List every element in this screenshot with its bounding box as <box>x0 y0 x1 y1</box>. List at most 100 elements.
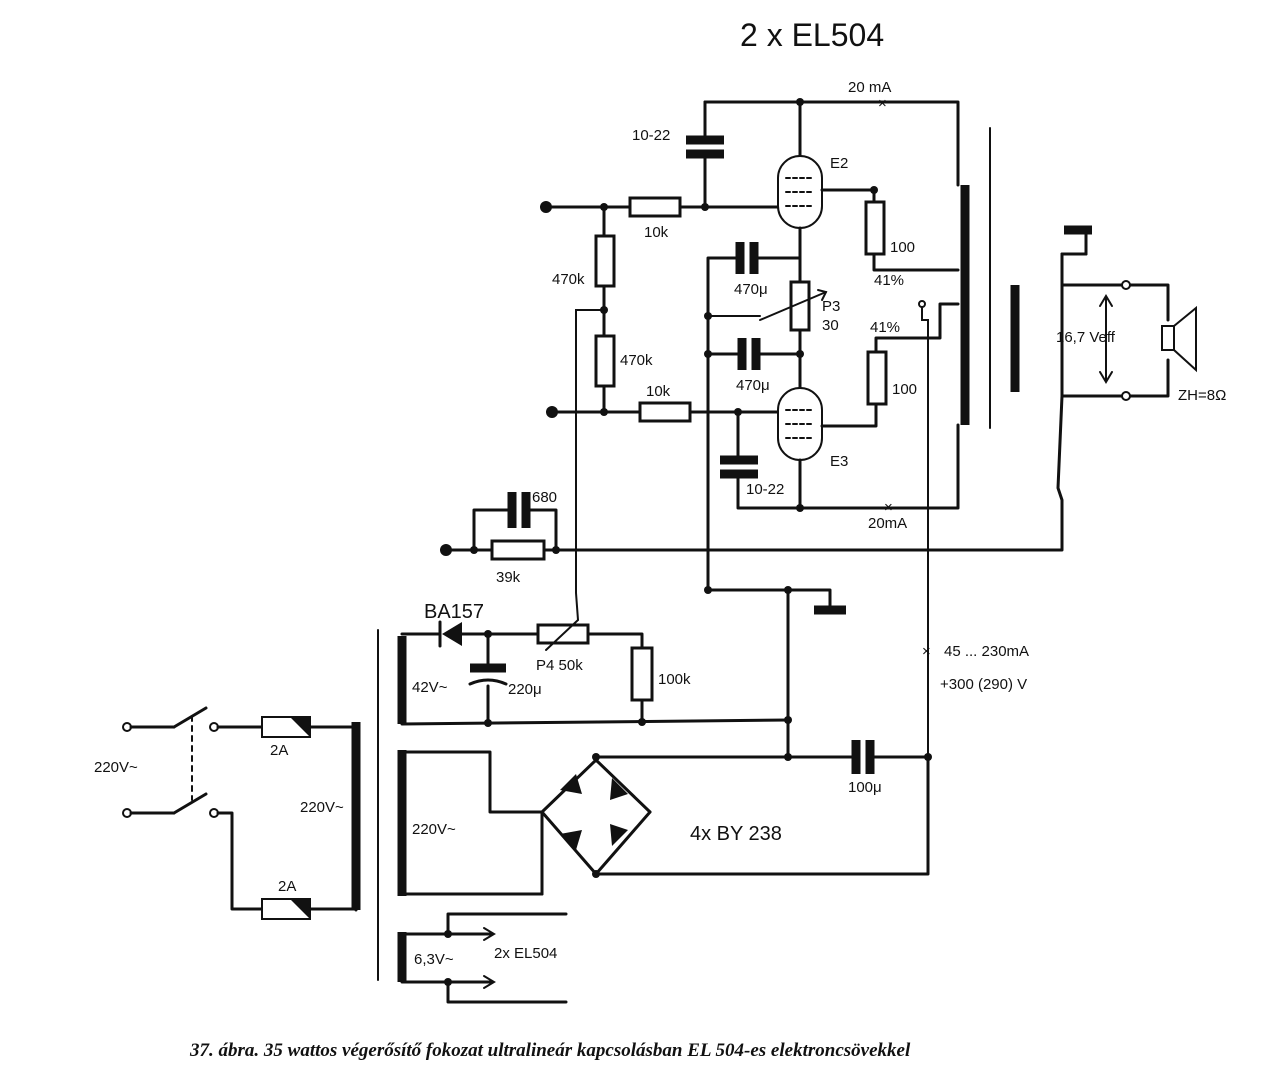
bridge-diode-icon <box>560 774 582 794</box>
junction <box>796 98 804 106</box>
impedance-label: ZH=8Ω <box>1178 387 1226 404</box>
current-mark: × <box>878 95 887 112</box>
bias-voltage-label: 42V~ <box>412 679 448 696</box>
wire <box>1060 283 1170 398</box>
arrow-head <box>1099 294 1113 307</box>
r-div-bot-label: 470k <box>620 352 653 369</box>
wire-bias-feed <box>575 309 605 621</box>
wire <box>400 750 544 814</box>
tube-e2-label: E2 <box>830 155 848 172</box>
arrow-head <box>483 927 496 941</box>
junction <box>444 930 452 938</box>
wire <box>400 980 568 1004</box>
wire <box>528 508 558 552</box>
r-div-top-label: 470k <box>552 271 585 288</box>
output-voltage-label: 16,7 Veff <box>1056 329 1116 346</box>
heater-voltage-label: 6,3V~ <box>414 951 454 968</box>
hv-voltage-label: 220V~ <box>412 821 456 838</box>
p4-label: P4 50k <box>536 657 583 674</box>
resistor-10k-top <box>628 196 682 218</box>
mains-switch-top[interactable] <box>172 706 208 729</box>
potentiometer-wiper <box>545 619 579 651</box>
r-100-top-label: 100 <box>890 239 915 256</box>
junction <box>796 504 804 512</box>
wire <box>594 755 857 762</box>
feedback-network: 39k 680 <box>440 394 1064 586</box>
junction <box>592 753 600 761</box>
bridge-diode-icon <box>610 778 628 800</box>
junction <box>444 978 452 986</box>
figure-caption: 37. ábra. 35 wattos végerősítő fokozat u… <box>189 1040 911 1061</box>
c-bot-label: 10-22 <box>746 481 784 498</box>
current-mark: × <box>922 643 931 660</box>
resistor-100k <box>630 646 654 702</box>
junction <box>701 203 709 211</box>
wire <box>308 725 358 912</box>
c470-bot-label: 470μ <box>736 377 770 394</box>
current-range-label: 45 ... 230mA <box>944 643 1029 660</box>
r-39k-label: 39k <box>496 569 521 586</box>
primary-voltage-label: 220V~ <box>300 799 344 816</box>
c-100u-label: 100μ <box>848 779 882 796</box>
junction <box>704 350 712 358</box>
wire <box>594 755 930 876</box>
speaker-terminal-bottom[interactable] <box>1121 391 1131 401</box>
wire-e2-plate-supply <box>703 100 960 187</box>
tap-top-label: 41% <box>874 272 904 289</box>
terminal <box>918 300 926 308</box>
wire-tap-top <box>872 252 960 272</box>
wire-b-plus <box>921 303 929 758</box>
hv-supply: 220V~ 4x BY 238 100μ 45 ... 230mA +300 (… <box>397 643 1029 896</box>
input-divider: 470k 470k <box>552 205 653 621</box>
tap-bot-label: 41% <box>870 319 900 336</box>
junction <box>870 186 878 194</box>
mains-input: 220V~ 2A 2A 220V~ <box>94 706 361 920</box>
r-grid-bot-label: 10k <box>646 383 671 400</box>
tube-e3-label: E3 <box>830 453 848 470</box>
c-680-label: 680 <box>532 489 557 506</box>
diode-ba157-icon <box>442 622 462 646</box>
wire-feedback <box>542 394 1064 552</box>
diode-label: BA157 <box>424 601 484 623</box>
capacitor-plate <box>468 678 508 686</box>
bias-supply: 42V~ BA157 220μ P4 50k 100k <box>377 601 790 981</box>
r-100k-label: 100k <box>658 671 691 688</box>
output-transformer <box>960 127 1020 429</box>
resistor-470k-top <box>594 234 616 288</box>
heater-load-label: 2x EL504 <box>494 945 557 962</box>
wire <box>586 632 644 650</box>
bridge-diode-icon <box>560 830 582 850</box>
mains-switch-bottom[interactable] <box>172 792 208 815</box>
c-220u-label: 220μ <box>508 681 542 698</box>
c-top-label: 10-22 <box>632 127 670 144</box>
arrow-head <box>817 289 828 301</box>
fuse-fill <box>290 717 310 737</box>
current-label-top: 20 mA <box>848 79 891 96</box>
speaker-icon <box>1161 325 1175 351</box>
wire <box>400 718 790 726</box>
speaker-output: 16,7 Veff ZH=8Ω <box>1056 225 1226 404</box>
wire-tap-bot <box>874 302 960 354</box>
upper-stage: 20 mA × 10-22 10k E2 100 41% <box>540 79 960 289</box>
fuse-fill <box>290 899 310 919</box>
speaker-terminal-top[interactable] <box>1121 280 1131 290</box>
r-grid-top-label: 10k <box>644 224 669 241</box>
p3-value-label: 30 <box>822 317 839 334</box>
wire-e2-screen <box>820 188 876 204</box>
resistor-100-top <box>864 200 886 256</box>
arrow-head <box>483 975 496 989</box>
junction <box>484 719 492 727</box>
b-plus-label: +300 (290) V <box>940 676 1027 693</box>
lower-stage: 10k E3 10-22 20mA × 100 41% <box>546 300 960 758</box>
junction <box>784 753 792 761</box>
r-100-bot-label: 100 <box>892 381 917 398</box>
wire-ground-bus <box>706 256 738 592</box>
bridge-diode-icon <box>610 824 628 846</box>
schematic-title: 2 x EL504 <box>740 17 884 53</box>
junction <box>704 586 712 594</box>
current-label-bot: 20mA <box>868 515 907 532</box>
heater-supply: 6,3V~ 2x EL504 <box>397 912 568 1004</box>
arrow-head <box>1099 371 1113 384</box>
wire-e3-plate-supply <box>736 423 960 510</box>
